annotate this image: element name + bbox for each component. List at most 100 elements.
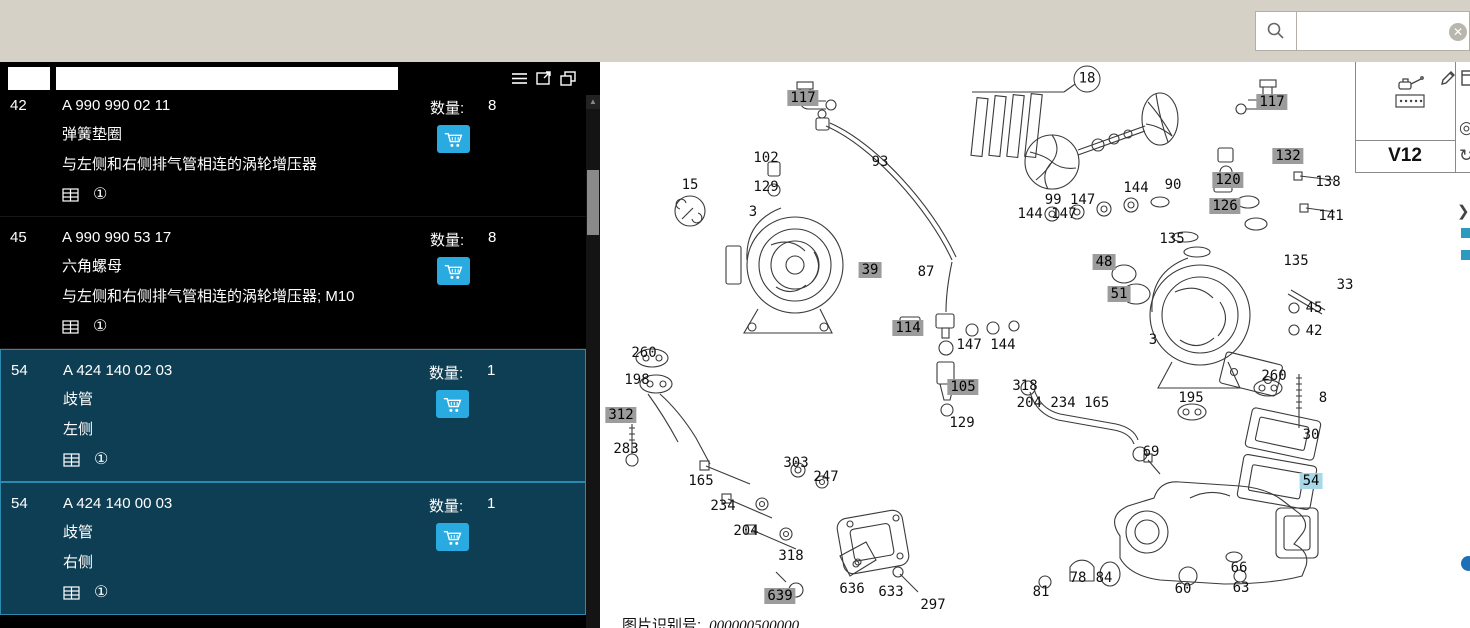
- add-to-cart-button[interactable]: [436, 523, 469, 551]
- part-callout[interactable]: 147 144: [956, 337, 1016, 353]
- part-callout[interactable]: 66: [1230, 560, 1248, 576]
- rotate-icon[interactable]: ↻: [1459, 146, 1470, 165]
- chevron-right-icon[interactable]: ❯: [1457, 203, 1470, 220]
- filter-small-input[interactable]: [8, 67, 50, 90]
- part-callout[interactable]: 204: [733, 523, 759, 539]
- edit-icon[interactable]: [1439, 70, 1456, 87]
- part-callout[interactable]: 60: [1174, 581, 1192, 597]
- part-callout[interactable]: 102: [753, 150, 779, 166]
- part-callout[interactable]: 114: [892, 320, 924, 336]
- part-callout[interactable]: 3: [748, 204, 758, 220]
- grid-icon[interactable]: [62, 320, 79, 334]
- engine-variant-box[interactable]: V12: [1355, 140, 1455, 172]
- grid-icon[interactable]: [63, 586, 80, 600]
- part-callout[interactable]: 54: [1299, 473, 1323, 489]
- part-callout[interactable]: 297: [920, 597, 946, 613]
- part-callout[interactable]: 283: [613, 441, 639, 457]
- part-callout[interactable]: 135: [1283, 253, 1309, 269]
- info-icon[interactable]: ①: [93, 186, 108, 203]
- part-callout[interactable]: 195: [1178, 390, 1204, 406]
- part-callout[interactable]: 99 147: [1044, 192, 1096, 208]
- oil-can-icon[interactable]: [1395, 74, 1425, 92]
- scrollbar[interactable]: ▲: [586, 95, 600, 628]
- part-callout[interactable]: 8: [1318, 390, 1328, 406]
- part-callout[interactable]: 636: [839, 581, 865, 597]
- part-callout[interactable]: 198: [624, 372, 650, 388]
- part-callout[interactable]: 84: [1095, 570, 1113, 586]
- part-callout[interactable]: 132: [1272, 148, 1304, 164]
- search-button[interactable]: [1255, 11, 1297, 51]
- part-callout[interactable]: 45: [1305, 300, 1323, 316]
- link-square-icon[interactable]: [1461, 228, 1470, 238]
- part-callout[interactable]: 3: [1148, 332, 1158, 348]
- scroll-up-button[interactable]: ▲: [586, 95, 600, 109]
- list-view-icon[interactable]: [511, 71, 528, 86]
- search-input[interactable]: [1297, 12, 1447, 50]
- part-number: A 990 990 53 17: [62, 229, 172, 246]
- part-callout[interactable]: 33: [1336, 277, 1354, 293]
- diagram-area[interactable]: 117 18 117 102 93 132 15 129 144 90 120 138 99 147 12…: [600, 62, 1355, 628]
- part-callout[interactable]: 144: [1123, 180, 1149, 196]
- part-callout[interactable]: 204 234 165: [1016, 395, 1110, 411]
- part-callout[interactable]: 135: [1159, 231, 1185, 247]
- part-callout[interactable]: 105: [947, 379, 979, 395]
- part-callout[interactable]: 87: [917, 264, 935, 280]
- part-callout[interactable]: 81: [1032, 584, 1050, 600]
- part-callout[interactable]: 260: [1261, 368, 1287, 384]
- part-callout[interactable]: 42: [1305, 323, 1323, 339]
- part-callout[interactable]: 90: [1164, 177, 1182, 193]
- part-callout[interactable]: 633: [878, 584, 904, 600]
- clear-search-icon[interactable]: ✕: [1449, 23, 1467, 41]
- dotted-panel-icon[interactable]: [1395, 94, 1425, 108]
- part-callout[interactable]: 93: [871, 154, 889, 170]
- add-to-cart-button[interactable]: [437, 125, 470, 153]
- info-icon[interactable]: ①: [94, 451, 109, 468]
- add-to-cart-button[interactable]: [436, 390, 469, 418]
- part-callout[interactable]: 141: [1318, 208, 1344, 224]
- part-callout[interactable]: 138: [1315, 174, 1341, 190]
- part-callout[interactable]: 117: [787, 90, 819, 106]
- part-callout[interactable]: 15: [681, 177, 699, 193]
- part-row[interactable]: 60A 403 997 04 20* 消音器①数量:-: [0, 615, 586, 628]
- link-square-icon-2[interactable]: [1461, 250, 1470, 260]
- grid-icon[interactable]: [63, 453, 80, 467]
- scrollbar-thumb[interactable]: [587, 170, 599, 235]
- part-callout[interactable]: 39: [858, 262, 882, 278]
- part-callout[interactable]: 318: [1012, 378, 1038, 394]
- add-to-cart-button[interactable]: [437, 257, 470, 285]
- part-callout[interactable]: 129: [949, 415, 975, 431]
- info-icon[interactable]: ①: [94, 584, 109, 601]
- part-callout[interactable]: 318: [778, 548, 804, 564]
- part-callout[interactable]: 260: [631, 345, 657, 361]
- part-callout[interactable]: 30: [1302, 427, 1320, 443]
- part-callout[interactable]: 312: [605, 407, 637, 423]
- part-callout[interactable]: 69: [1142, 444, 1160, 460]
- info-icon[interactable]: ①: [93, 318, 108, 335]
- part-callout[interactable]: 129: [753, 179, 779, 195]
- target-icon[interactable]: ◎: [1459, 118, 1470, 137]
- window-icon[interactable]: [1461, 70, 1470, 86]
- part-callout[interactable]: 51: [1107, 286, 1131, 302]
- part-callout[interactable]: 63: [1232, 580, 1250, 596]
- copy-icon[interactable]: [560, 71, 576, 86]
- notification-dot-icon[interactable]: [1461, 556, 1470, 571]
- part-callout[interactable]: 303: [783, 455, 809, 471]
- part-callout[interactable]: 120: [1212, 172, 1244, 188]
- part-callout[interactable]: 78: [1069, 570, 1087, 586]
- part-callout[interactable]: 639: [764, 588, 796, 604]
- part-callout[interactable]: 48: [1092, 254, 1116, 270]
- part-callout[interactable]: 247: [813, 469, 839, 485]
- part-callout[interactable]: 18: [1073, 65, 1101, 93]
- filter-large-input[interactable]: [56, 67, 398, 90]
- grid-icon[interactable]: [62, 188, 79, 202]
- part-callout[interactable]: 144 147: [1017, 206, 1077, 222]
- expand-icon[interactable]: [536, 71, 552, 86]
- part-callout[interactable]: 126: [1209, 198, 1241, 214]
- part-callout[interactable]: 234: [710, 498, 736, 514]
- part-callout[interactable]: 165: [688, 473, 714, 489]
- part-callout[interactable]: 117: [1256, 94, 1288, 110]
